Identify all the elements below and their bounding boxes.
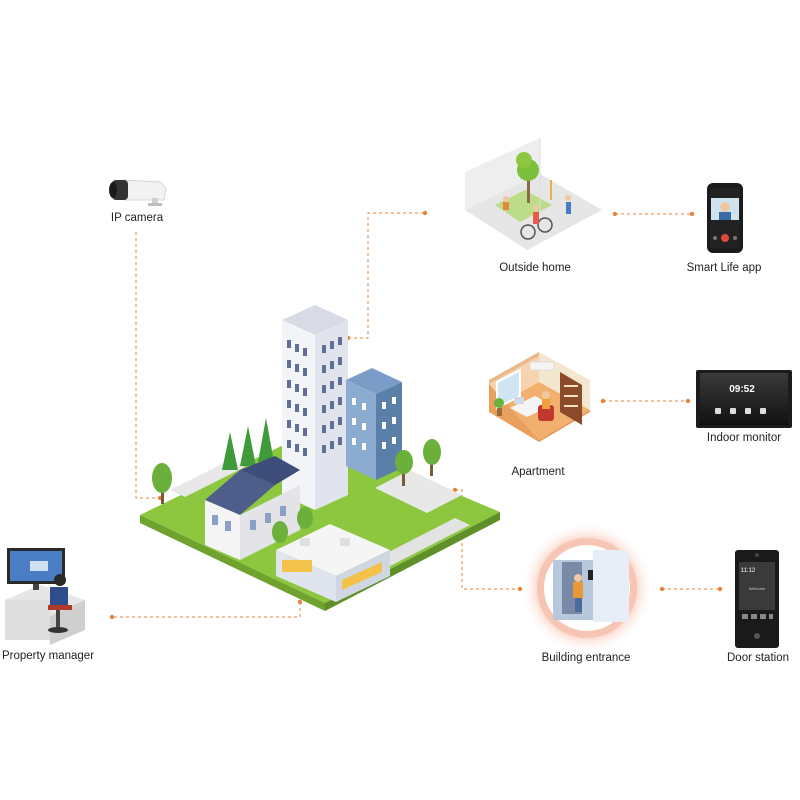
label-indoor-monitor: Indoor monitor [706,432,782,444]
label-door-station: Door station [726,652,790,664]
indoor-monitor-illustration [696,370,792,428]
label-apartment: Apartment [511,466,565,478]
label-property-manager: Property manager [1,650,95,662]
label-building-entrance: Building entrance [541,652,631,664]
connector-city-to-property-manager [112,602,301,618]
door-station-time: 11:12 [741,568,756,574]
smart-phone-illustration [707,183,743,253]
door-station-illustration [735,550,779,648]
outside-home-illustration [465,138,602,250]
apartment-illustration [489,352,590,442]
label-smart-life-app: Smart Life app [686,262,762,274]
building-entrance-illustration [521,522,653,654]
city-block-illustration [140,305,500,611]
connector-camera-to-city [135,232,160,499]
property-manager-illustration [5,548,85,645]
connector-tower-to-outside-home [348,212,425,339]
indoor-monitor-time: 09:52 [729,384,755,395]
label-outside-home: Outside home [499,262,571,274]
label-ip-camera: IP camera [110,212,164,224]
ip-camera-illustration [109,179,167,206]
door-station-greeting: Welcome [749,586,766,591]
